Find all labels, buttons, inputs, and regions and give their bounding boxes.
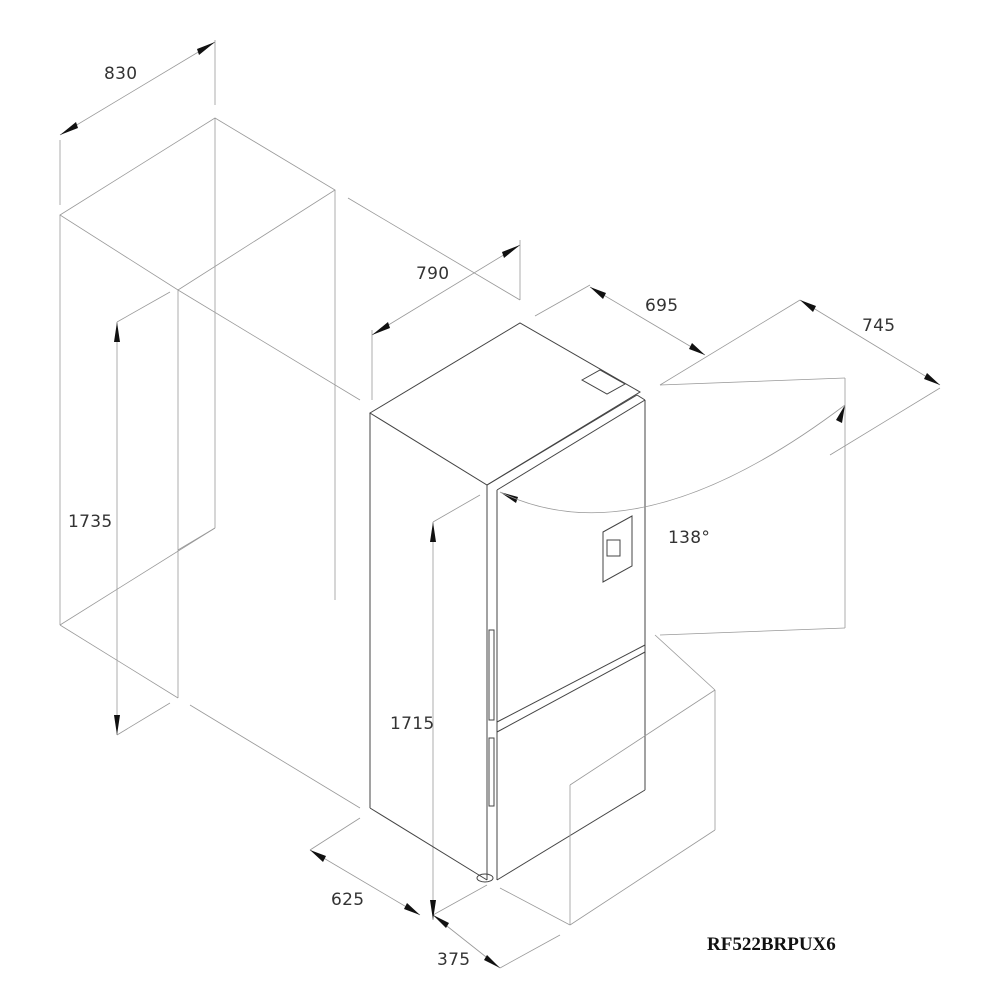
model-number: RF522BRPUX6	[707, 934, 836, 955]
fridge-height-label: 1715	[390, 714, 435, 734]
arrowheads	[60, 42, 940, 968]
niche-box	[59, 117, 521, 809]
door-angle-label: 138°	[668, 528, 711, 548]
niche-height-label: 1735	[68, 512, 113, 532]
door-swing	[499, 377, 846, 636]
fridge	[369, 322, 646, 883]
dimension-lines	[59, 40, 941, 969]
fridge-handle	[488, 629, 495, 721]
clearance-box	[499, 634, 716, 926]
door-width-label: 375	[437, 950, 471, 970]
niche-width-label: 830	[104, 64, 138, 84]
clearance-front-label: 625	[331, 890, 365, 910]
fridge-depth-label: 695	[645, 296, 679, 316]
door-open-depth-label: 745	[862, 316, 896, 336]
niche-depth-label: 790	[416, 264, 450, 284]
freezer-handle	[488, 737, 495, 807]
water-dispenser	[602, 515, 633, 583]
